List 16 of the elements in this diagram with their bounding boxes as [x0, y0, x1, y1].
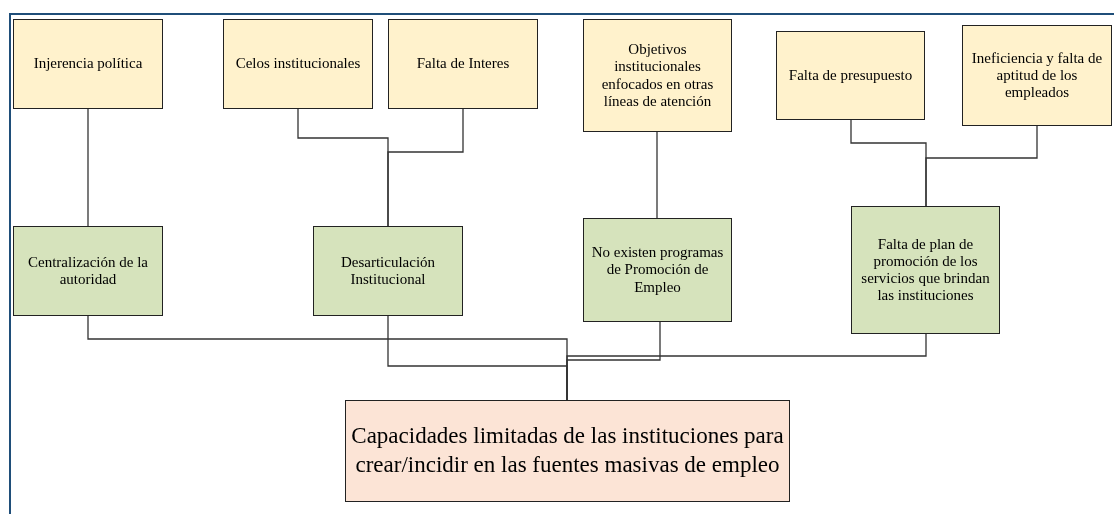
cause-box: Falta de presupuesto — [776, 31, 925, 120]
problem-box: Desarticulación Institucional — [313, 226, 463, 316]
connector-line — [387, 108, 464, 227]
problem-box: Falta de plan de promoción de los servicios que brindan las instituciones — [851, 206, 1000, 334]
problem-box: Centralización de la autoridad — [13, 226, 163, 316]
connector-line — [656, 131, 658, 219]
problem-box: No existen programas de Promoción de Empleo — [583, 218, 732, 322]
connector-line — [925, 125, 1038, 207]
effect-box: Capacidades limitadas de las instituciones para crear/incidir en las fuentes masivas de empleo — [345, 400, 790, 502]
cause-box: Injerencia política — [13, 19, 163, 109]
cause-box: Falta de Interes — [388, 19, 538, 109]
connector-line — [87, 108, 89, 227]
cause-box: Objetivos institucionales enfocados en otras líneas de atención — [583, 19, 732, 132]
cause-box: Celos institucionales — [223, 19, 373, 109]
cause-box: Ineficiencia y falta de aptitud de los empleados — [962, 25, 1112, 126]
connector-line — [566, 333, 927, 401]
